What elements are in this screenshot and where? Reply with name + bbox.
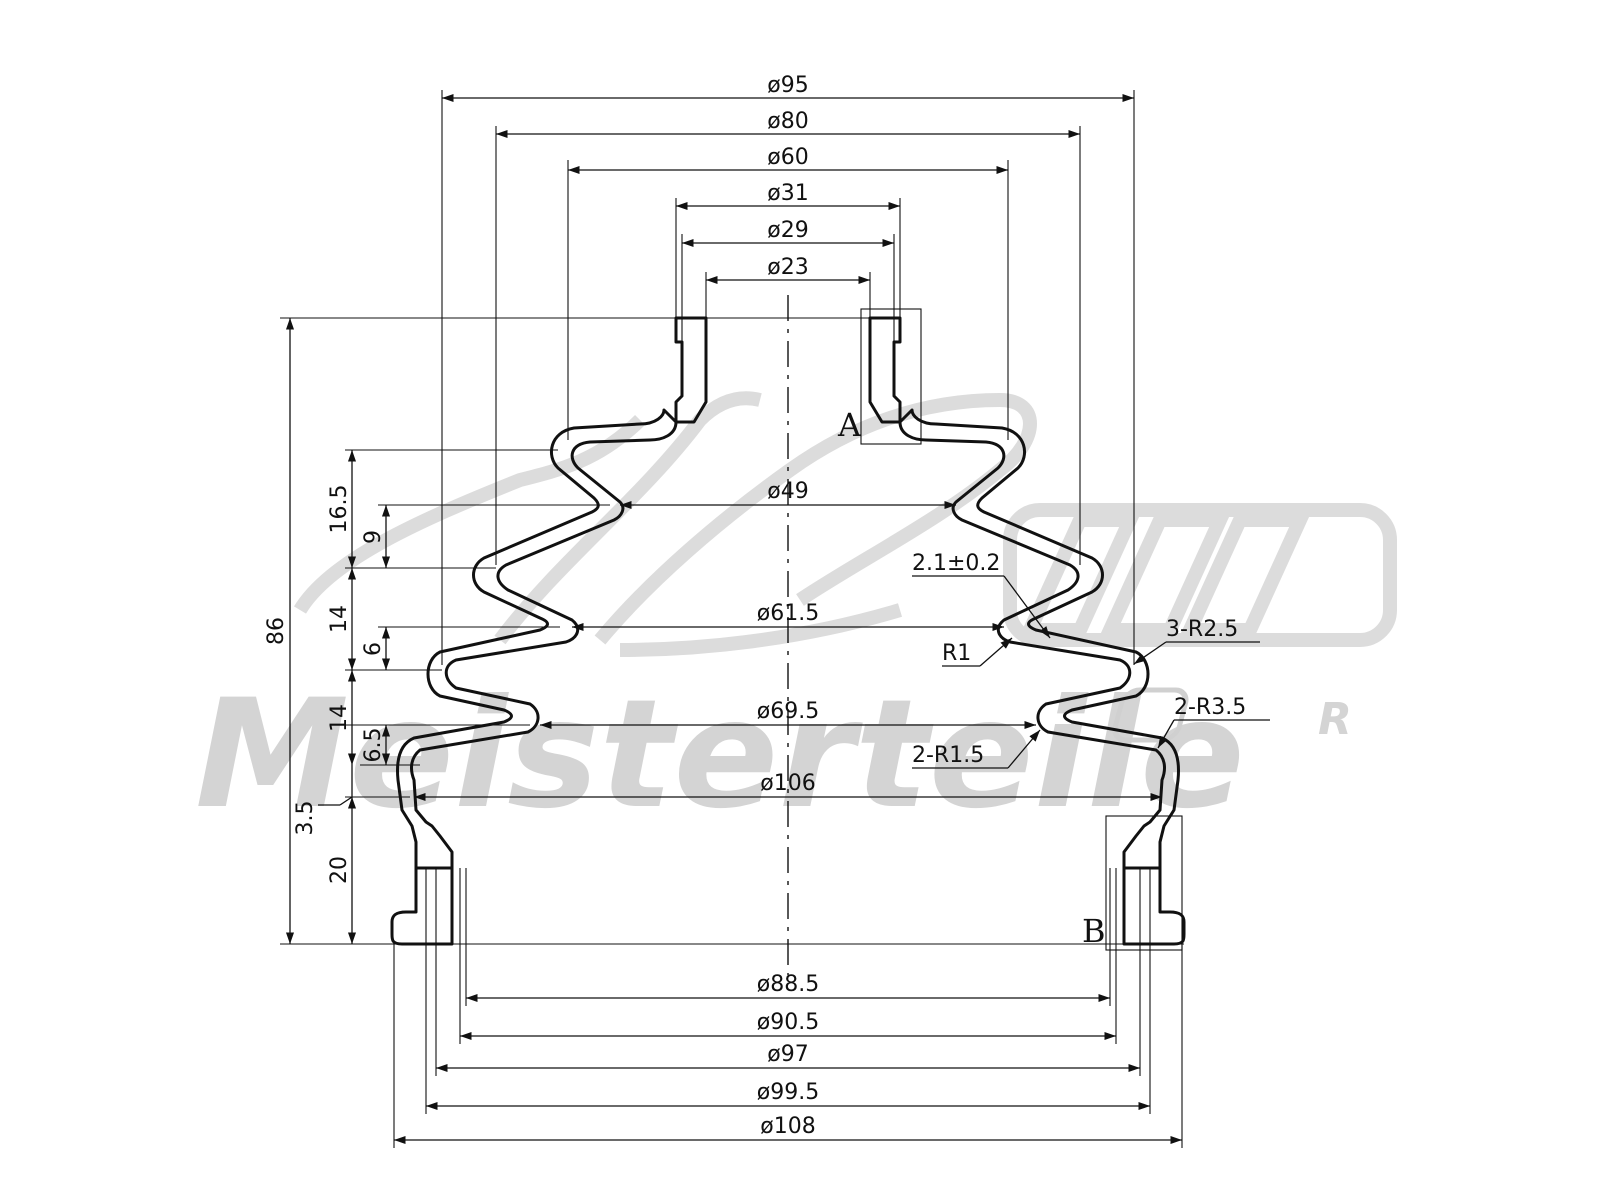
registered-mark-icon: R — [1112, 687, 1352, 745]
dim-14-lower: 14 — [327, 704, 352, 732]
callouts: 2.1±0.2 R1 3-R2.5 2-R3.5 2-R1.5 — [912, 551, 1270, 769]
dim-overall-height: 86 — [264, 617, 289, 645]
dim-20: 20 — [327, 856, 352, 884]
dim-inner-0: ø49 — [767, 479, 808, 504]
detail-label-a: A — [837, 406, 862, 444]
callout-thickness: 2.1±0.2 — [912, 551, 1000, 576]
callout-r3-5: 2-R3.5 — [1174, 695, 1246, 720]
dim-bottom-1: ø90.5 — [757, 1010, 819, 1035]
boot-profile — [390, 316, 1186, 946]
dim-top-4: ø29 — [767, 218, 808, 243]
callout-r1-5: 2-R1.5 — [912, 743, 984, 768]
callout-r2-5: 3-R2.5 — [1166, 617, 1238, 642]
dim-6: 6 — [361, 642, 386, 656]
dim-bottom-3: ø99.5 — [757, 1080, 819, 1105]
dim-6-5: 6.5 — [361, 728, 386, 763]
detail-box-a — [860, 308, 922, 445]
dim-top-2: ø60 — [767, 145, 808, 170]
dim-top-0: ø95 — [767, 73, 808, 98]
vertical-dims: 86 16.5 9 14 6 14 6.5 3.5 20 — [264, 317, 676, 945]
registered-mark-text: R — [1318, 694, 1352, 745]
watermark-brand: Meisterteile — [195, 668, 1245, 842]
dim-bottom-0: ø88.5 — [757, 972, 819, 997]
detail-box-b — [1105, 815, 1183, 951]
dim-top-1: ø80 — [767, 109, 808, 134]
dim-3-5: 3.5 — [293, 801, 318, 836]
dim-bottom-4: ø108 — [760, 1114, 815, 1139]
inner-diameter-dims: ø49 ø61.5 ø69.5 ø106 — [414, 479, 1162, 802]
dim-bottom-2: ø97 — [767, 1042, 808, 1067]
dim-inner-2: ø69.5 — [757, 699, 819, 724]
dim-14-upper: 14 — [327, 605, 352, 633]
watermark: Meisterteile R — [195, 391, 1397, 842]
dim-top-5: ø23 — [767, 255, 808, 280]
watermark-emblem-icon — [294, 391, 1397, 657]
dim-top-3: ø31 — [767, 181, 808, 206]
dim-9: 9 — [361, 530, 386, 544]
bottom-diameter-dims: ø88.5 ø90.5 ø97 ø99.5 ø108 — [393, 868, 1183, 1148]
detail-label-b: B — [1082, 912, 1106, 950]
dim-inner-3: ø106 — [760, 771, 815, 796]
dim-16-5: 16.5 — [327, 485, 352, 534]
top-diameter-dims: ø95 ø80 ø60 ø31 ø29 ø23 — [441, 73, 1135, 665]
dim-inner-1: ø61.5 — [757, 601, 819, 626]
callout-r1: R1 — [942, 641, 971, 666]
